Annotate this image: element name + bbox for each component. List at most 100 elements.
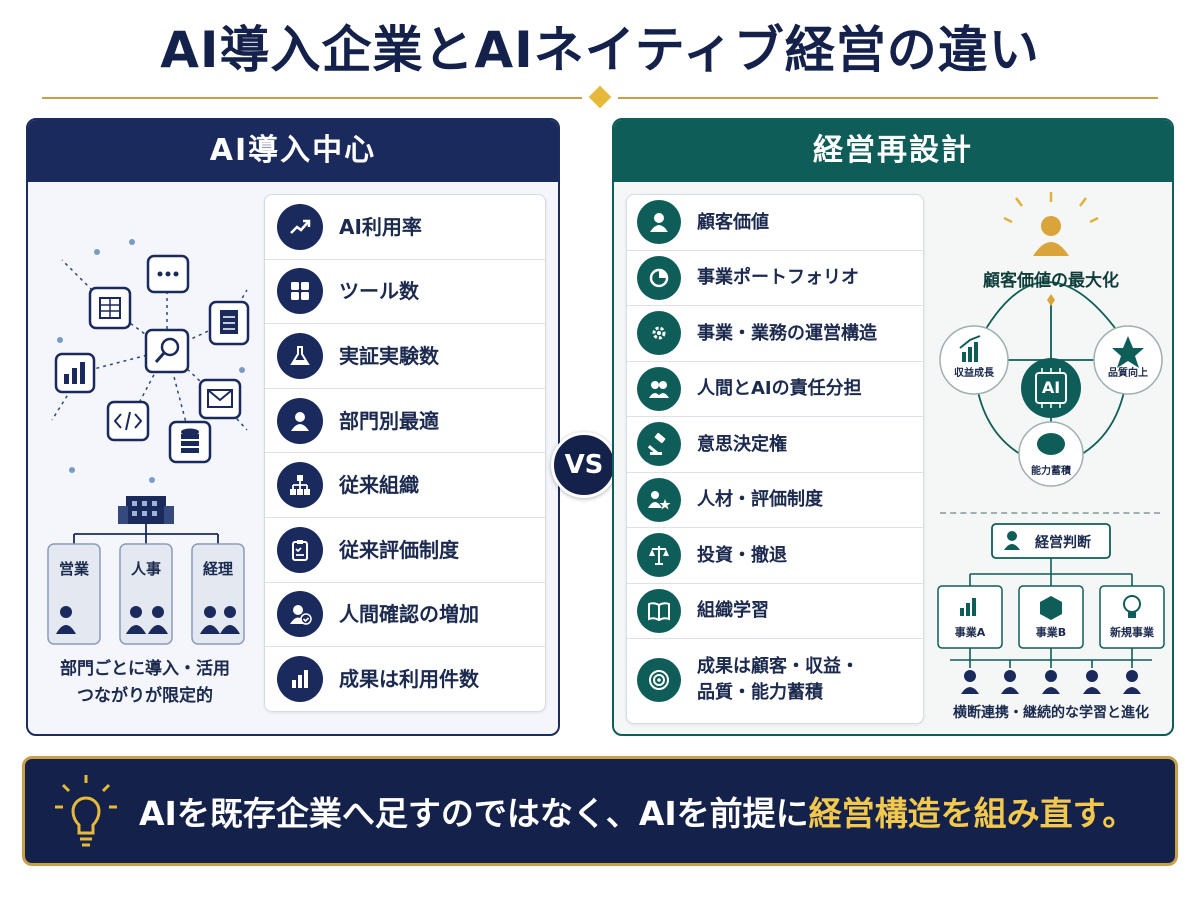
pie-chart-icon xyxy=(637,255,681,300)
page-title: AI導入企業とAIネイティブ経営の違い xyxy=(160,21,1040,79)
list-item-label: 成果は利用件数 xyxy=(339,667,479,692)
quality-node xyxy=(1093,325,1163,395)
left-caption-line1: 部門ごとに導入・活用 xyxy=(60,659,230,679)
right-panel-heading: 経営再設計 xyxy=(614,120,1172,182)
diagram-node-bottom-label: 能力蓄積 xyxy=(1031,466,1071,477)
org-unit-label: 新規事業 xyxy=(1110,626,1154,639)
org-unit-label: 事業A xyxy=(954,626,986,639)
department-silo-diagram xyxy=(47,496,245,645)
list-item: 組織学習 xyxy=(627,584,923,639)
list-item: 実証実験数 xyxy=(265,324,545,389)
list-item: 顧客価値 xyxy=(627,195,923,251)
list-item-label: 人間確認の増加 xyxy=(339,602,479,627)
list-item: 部門別最適 xyxy=(265,389,545,454)
ai-chip-icon xyxy=(1021,358,1081,418)
people-star-icon xyxy=(637,477,681,522)
person-icon xyxy=(637,200,681,245)
customer-person-icon xyxy=(1003,192,1099,256)
list-item: 事業・業務の運営構造 xyxy=(627,306,923,362)
building-icon xyxy=(118,496,174,524)
code-icon xyxy=(106,400,150,442)
list-item-label: 従来評価制度 xyxy=(339,537,459,562)
list-item: ツール数 xyxy=(265,260,545,325)
database-icon xyxy=(168,420,212,464)
book-icon xyxy=(637,588,681,633)
department-label: 経理 xyxy=(202,560,233,578)
bar-chart-icon xyxy=(277,656,323,703)
department-label: 営業 xyxy=(58,560,89,578)
lightbulb-icon xyxy=(55,775,117,847)
diagram-divider xyxy=(940,512,1160,514)
chart-up-icon xyxy=(960,598,976,616)
list-item-label: 人材・評価制度 xyxy=(697,489,823,511)
capability-node xyxy=(1018,421,1084,487)
list-item-label: 投資・撤退 xyxy=(697,544,787,566)
list-item: 人間とAIの責任分担 xyxy=(627,362,923,417)
list-item: AI利用率 xyxy=(265,195,545,260)
list-item: 従来組織 xyxy=(265,453,545,518)
mail-icon xyxy=(198,378,242,420)
list-item-label: 成果は顧客・収益・ 品質・能力蓄積 xyxy=(697,654,859,704)
conclusion-main: AIを既存企業へ足すのではなく、AIを前提に xyxy=(139,794,809,833)
manager-icon xyxy=(1004,531,1020,550)
right-elements-list: 顧客価値 事業ポートフォリオ 事業・業務の運営構造 人間とAIの責任分担 意思決… xyxy=(626,194,924,724)
cross-functional-org-diagram xyxy=(937,523,1165,694)
left-panel: AI導入中心 xyxy=(26,118,560,736)
list-item-label: ツール数 xyxy=(339,279,419,304)
org-chart-icon xyxy=(277,462,323,509)
flask-icon xyxy=(277,332,323,379)
scale-icon xyxy=(637,533,681,578)
message-icon xyxy=(146,254,190,294)
list-item: 投資・撤退 xyxy=(627,528,923,584)
list-item: 従来評価制度 xyxy=(265,518,545,583)
list-item-label: 顧客価値 xyxy=(697,211,769,233)
lightbulb-icon xyxy=(1123,595,1141,618)
list-item-label: 意思決定権 xyxy=(697,433,787,455)
department-label: 人事 xyxy=(130,560,161,578)
gavel-icon xyxy=(637,422,681,467)
list-item-label: 事業・業務の運営構造 xyxy=(697,322,877,344)
revenue-node xyxy=(939,325,1009,395)
conclusion-highlight: 経営構造を組み直す。 xyxy=(808,794,1136,833)
org-unit-label: 事業B xyxy=(1035,626,1067,639)
list-item-label: 従来組織 xyxy=(339,473,419,498)
diagram-center-label: AI xyxy=(1041,378,1061,397)
conclusion-text: AIを既存企業へ足すのではなく、AIを前提に経営構造を組み直す。 xyxy=(139,787,1135,835)
title-diamond-icon xyxy=(588,85,612,109)
left-metrics-list: AI利用率 ツール数 実証実験数 部門別最適 従来組織 従来評価制度 人間確認の… xyxy=(264,194,546,712)
person-icon xyxy=(277,397,323,444)
left-panel-heading: AI導入中心 xyxy=(28,120,558,182)
list-item-label: AI利用率 xyxy=(339,214,422,239)
bar-chart-icon xyxy=(54,352,96,394)
clipboard-icon xyxy=(277,526,323,573)
left-caption-line2: つながりが限定的 xyxy=(77,686,213,706)
cube-icon xyxy=(1040,596,1062,620)
list-item-label: 実証実験数 xyxy=(339,343,439,368)
grid-icon xyxy=(277,268,323,315)
list-item-label-line1: 成果は顧客・収益・ xyxy=(697,656,859,678)
list-item: 成果は利用件数 xyxy=(265,647,545,712)
diagram-node-right-label: 品質向上 xyxy=(1108,368,1148,379)
org-caption: 横断連携・継続的な学習と進化 xyxy=(953,705,1149,721)
list-item: 事業ポートフォリオ xyxy=(627,251,923,306)
list-item: 人材・評価制度 xyxy=(627,473,923,528)
trend-up-icon xyxy=(277,203,323,250)
list-item: 成果は顧客・収益・ 品質・能力蓄積 xyxy=(627,639,923,720)
person-check-icon xyxy=(277,591,323,638)
vs-badge: VS xyxy=(551,432,617,498)
search-icon xyxy=(144,328,190,374)
left-caption: 部門ごとに導入・活用 つながりが限定的 xyxy=(32,656,258,710)
org-top-label: 経営判断 xyxy=(1035,535,1091,551)
diagram-node-left-label: 収益成長 xyxy=(954,368,994,379)
list-item-label-line2: 品質・能力蓄積 xyxy=(697,681,823,703)
target-icon xyxy=(637,657,681,702)
list-item-label: 組織学習 xyxy=(697,600,769,622)
value-cycle-diagram xyxy=(939,192,1163,487)
list-item: 意思決定権 xyxy=(627,417,923,473)
list-item: 人間確認の増加 xyxy=(265,583,545,648)
tool-network-diagram xyxy=(51,239,250,483)
title-rule-left xyxy=(42,97,582,99)
document-icon xyxy=(208,300,250,346)
list-item-label: 人間とAIの責任分担 xyxy=(697,378,862,400)
list-item-label: 事業ポートフォリオ xyxy=(697,267,859,289)
